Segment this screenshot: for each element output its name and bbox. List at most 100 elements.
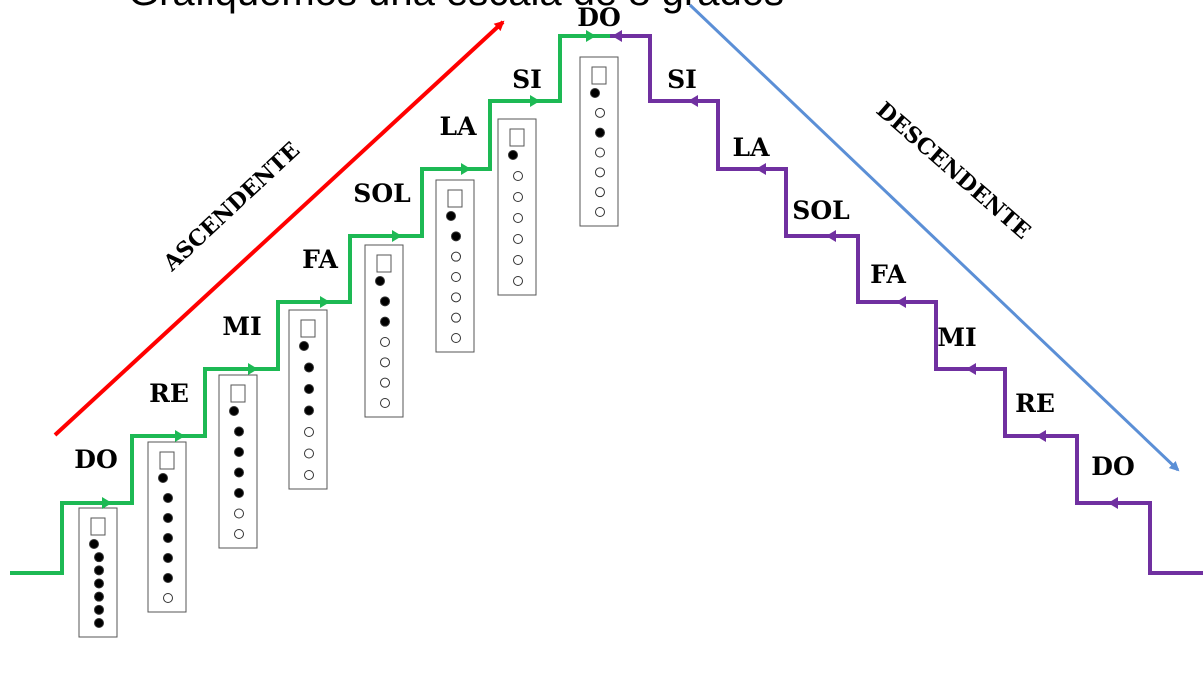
right-arrow-icon [461, 163, 471, 175]
right-arrow-icon [586, 30, 596, 42]
page-title: Grafiquemos una escala de 8 grados [128, 0, 784, 15]
closed-hole-icon [158, 473, 168, 483]
open-hole-icon [451, 251, 461, 262]
closed-hole-icon [229, 406, 239, 416]
open-hole-icon [234, 508, 244, 519]
closed-hole-icon [304, 405, 314, 416]
fingering-chart [218, 374, 258, 549]
open-hole-icon [304, 470, 314, 480]
closed-hole-icon [94, 578, 104, 589]
closed-hole-icon [94, 618, 104, 628]
left-arrow-icon [896, 296, 906, 308]
closed-hole-icon [446, 211, 456, 221]
left-arrow-icon [966, 363, 976, 375]
closed-hole-icon [89, 539, 99, 549]
thumb-hole-icon [159, 451, 175, 470]
closed-hole-icon [234, 488, 244, 498]
left-arrow-icon [612, 30, 622, 42]
closed-hole-icon [94, 591, 104, 602]
fingering-box [288, 309, 328, 490]
open-hole-icon [304, 448, 314, 459]
left-arrow-icon [688, 95, 698, 107]
thumb-hole-icon [447, 189, 463, 208]
fingering-chart [364, 244, 404, 418]
ascending-label: ASCENDENTE [158, 137, 306, 277]
thumb-hole-icon [591, 66, 607, 85]
thumb-hole-icon [509, 128, 525, 147]
fingering-box [147, 441, 187, 613]
ascending-note-label: LA [440, 112, 478, 141]
open-hole-icon [234, 529, 244, 539]
left-arrow-icon [1108, 497, 1118, 509]
thumb-hole-icon [376, 254, 392, 273]
fingering-box [579, 56, 619, 227]
open-hole-icon [513, 255, 523, 265]
fingering-chart [288, 309, 328, 490]
closed-hole-icon [94, 552, 104, 563]
open-hole-icon [380, 398, 390, 408]
ascending-note-label: SOL [353, 179, 411, 208]
open-hole-icon [595, 147, 605, 158]
fingering-box [435, 179, 475, 353]
closed-hole-icon [590, 88, 600, 98]
open-hole-icon [595, 207, 605, 217]
thumb-hole-icon [300, 319, 316, 338]
fingering-chart [78, 507, 118, 638]
descending-note-label: SI [667, 65, 697, 94]
open-hole-icon [595, 187, 605, 198]
right-arrow-icon [320, 296, 330, 308]
left-arrow-icon [826, 230, 836, 242]
closed-hole-icon [234, 447, 244, 457]
closed-hole-icon [163, 553, 173, 563]
ascending-note-label: DO [74, 445, 117, 474]
ascending-note-label: RE [149, 379, 189, 408]
closed-hole-icon [234, 426, 244, 437]
fingering-box [218, 374, 258, 549]
descending-direction-arrow [688, 3, 1180, 472]
ascending-note-label: DO [577, 3, 620, 32]
open-hole-icon [380, 357, 390, 368]
open-hole-icon [513, 171, 523, 181]
open-hole-icon [513, 234, 523, 244]
thumb-hole-icon [230, 384, 246, 403]
closed-hole-icon [163, 493, 173, 503]
closed-hole-icon [595, 127, 605, 138]
descending-label: DESCENDENTE [871, 97, 1035, 245]
closed-hole-icon [163, 573, 173, 583]
right-arrow-icon [175, 430, 185, 442]
left-arrow-icon [1036, 430, 1046, 442]
closed-hole-icon [375, 276, 385, 286]
closed-hole-icon [508, 150, 518, 160]
fingering-chart [497, 118, 537, 296]
closed-hole-icon [380, 296, 390, 307]
open-hole-icon [513, 213, 523, 223]
right-arrow-icon [392, 230, 402, 242]
open-hole-icon [513, 192, 523, 202]
closed-hole-icon [234, 467, 244, 478]
closed-hole-icon [451, 231, 461, 242]
open-hole-icon [451, 333, 461, 343]
open-hole-icon [451, 272, 461, 282]
closed-hole-icon [94, 604, 104, 615]
descending-note-label: LA [733, 133, 771, 162]
open-hole-icon [513, 276, 523, 286]
right-arrow-icon [530, 95, 540, 107]
open-hole-icon [304, 427, 314, 437]
open-hole-icon [595, 107, 605, 118]
open-hole-icon [451, 292, 461, 303]
fingering-chart [435, 179, 475, 353]
open-hole-icon [451, 312, 461, 323]
descending-note-label: DO [1091, 452, 1134, 481]
ascending-staircase-path [10, 34, 610, 575]
open-hole-icon [380, 377, 390, 388]
right-arrow-icon [102, 497, 112, 509]
closed-hole-icon [304, 362, 314, 373]
closed-hole-icon [304, 384, 314, 394]
closed-hole-icon [94, 565, 104, 576]
fingering-box [497, 118, 537, 296]
closed-hole-icon [380, 316, 390, 327]
descending-note-label: FA [870, 260, 906, 289]
ascending-note-label: MI [222, 312, 261, 341]
descending-note-label: MI [937, 323, 976, 352]
